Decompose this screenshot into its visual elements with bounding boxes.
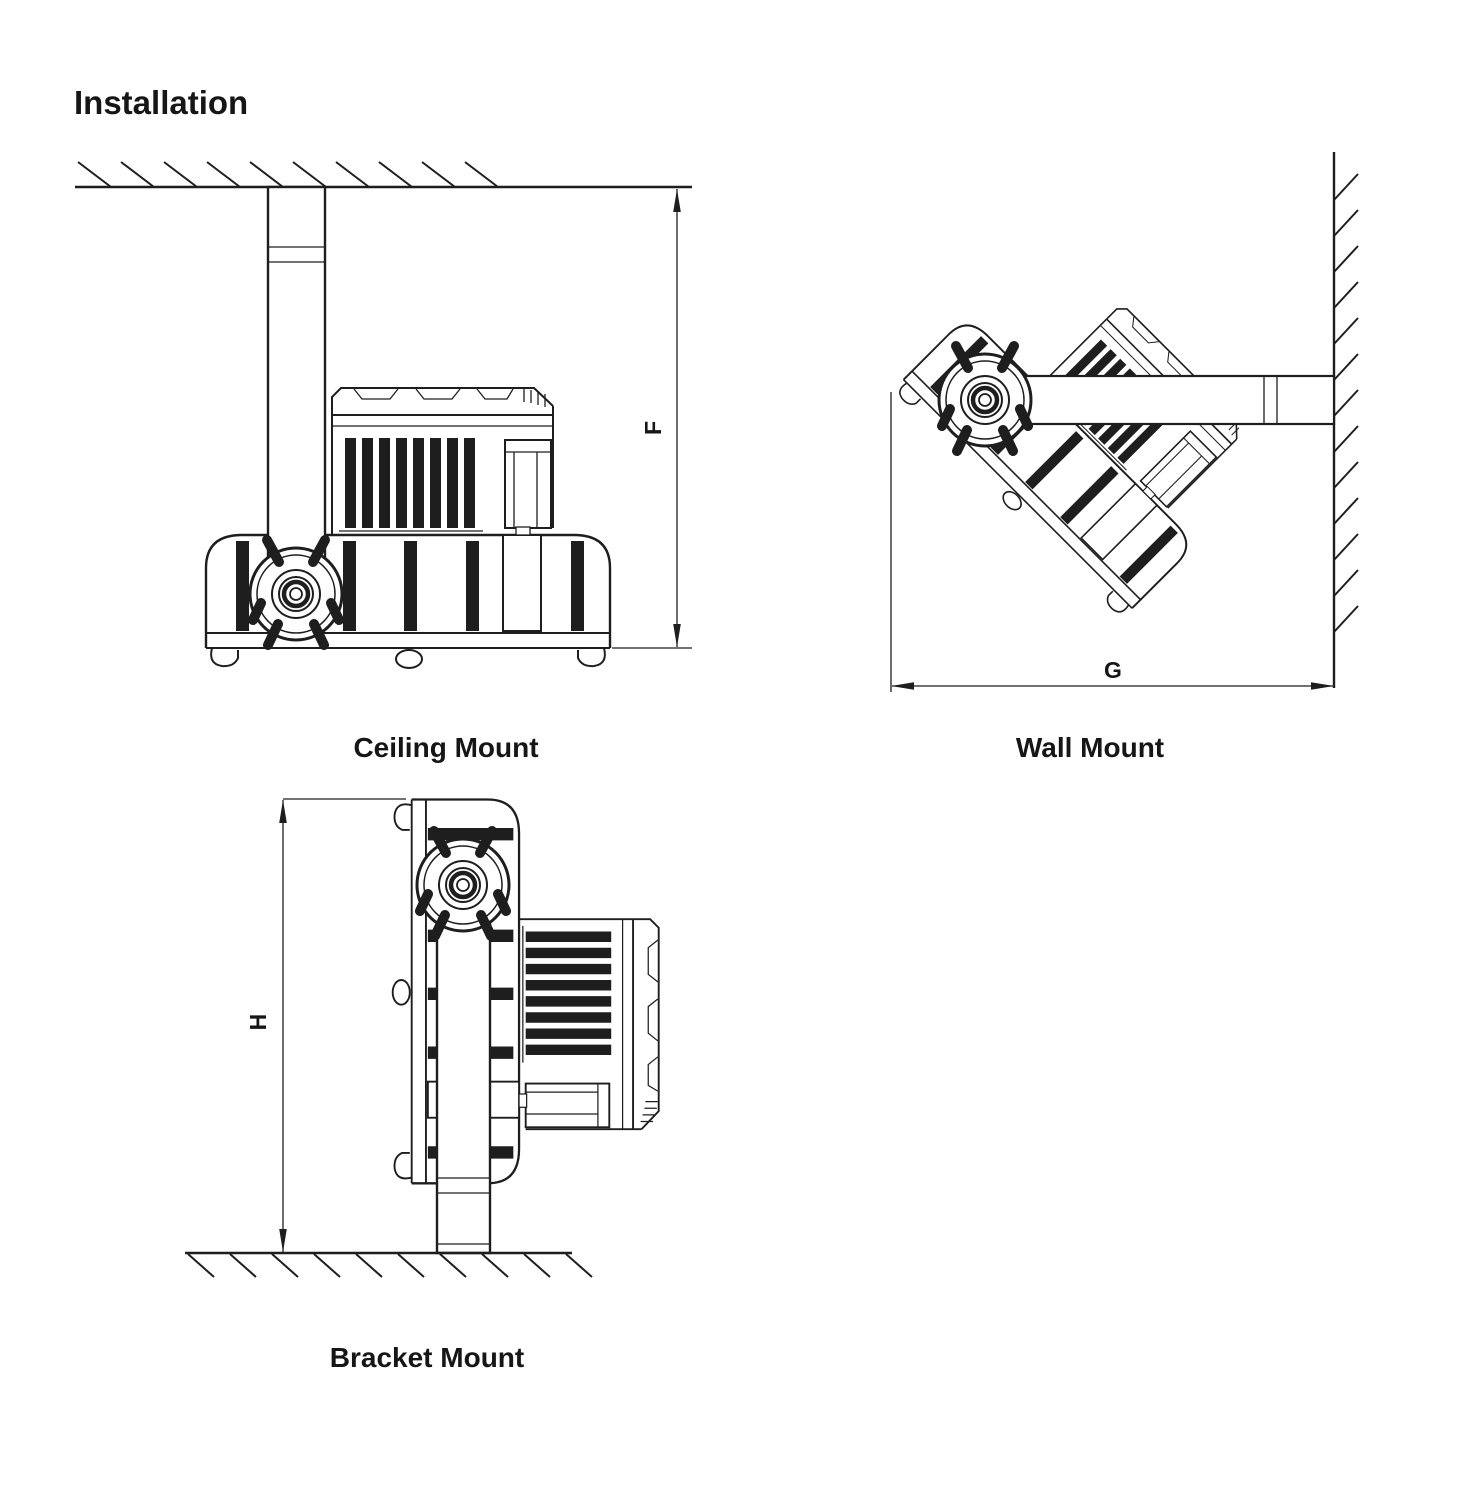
caption-wall-mount: Wall Mount (1016, 732, 1164, 763)
dimension-f: F (612, 189, 692, 649)
ground-surface (185, 1251, 593, 1278)
caption-bracket-mount: Bracket Mount (330, 1342, 524, 1373)
mounting-pole (266, 185, 327, 599)
wall-hatch-marks (1333, 173, 1359, 633)
dimension-g-label: G (1104, 657, 1122, 683)
ground-hatch-marks (187, 1253, 593, 1278)
dimension-h-label: H (245, 1014, 271, 1031)
bracket-pole (435, 883, 492, 1255)
caption-ceiling-mount: Ceiling Mount (353, 732, 538, 763)
wall-arm (981, 374, 1336, 426)
dimension-h: H (245, 798, 406, 1252)
dimension-f-label: F (640, 421, 666, 435)
dimension-g: G (890, 392, 1334, 692)
ceiling-hatch-marks (77, 161, 499, 188)
wall-surface (1332, 152, 1359, 688)
bracket-mount-view: H Bracket Mount (185, 798, 660, 1373)
ceiling-surface (75, 161, 692, 189)
ceiling-mount-view: F Ceiling Mount (75, 161, 692, 763)
wall-mount-view: G Wall Mount (890, 152, 1359, 763)
page-title: Installation (74, 84, 248, 121)
